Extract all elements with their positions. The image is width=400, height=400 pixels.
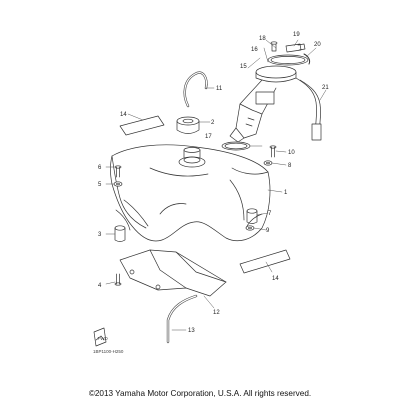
callout-19: 19 <box>293 32 300 38</box>
callout-9: 9 <box>266 228 270 234</box>
callout-11: 11 <box>216 86 223 92</box>
callout-15: 15 <box>240 64 247 70</box>
bolt-6 <box>114 165 122 178</box>
tank-bracket <box>119 249 227 297</box>
vent-hose <box>183 71 208 108</box>
bolt-18 <box>270 41 278 52</box>
callout-18: 18 <box>259 36 266 42</box>
bolt-10 <box>269 145 277 158</box>
callout-17: 17 <box>205 134 212 140</box>
copyright-notice: ©2013 Yamaha Motor Corporation, U.S.A. A… <box>88 389 312 398</box>
fitting-19 <box>285 43 306 53</box>
clip-20 <box>303 53 311 65</box>
fuel-pump <box>229 65 297 143</box>
fuel-tank <box>110 144 271 242</box>
callout-7: 7 <box>268 211 272 217</box>
callout-10: 10 <box>288 150 295 156</box>
collar-9 <box>245 225 255 231</box>
callout-14-upper: 14 <box>120 112 127 118</box>
bolt-4 <box>114 273 122 286</box>
pad-strip-lower <box>239 249 291 274</box>
callout-14-lower: 14 <box>272 276 279 282</box>
callout-16: 16 <box>251 47 258 53</box>
pump-plate <box>267 54 309 66</box>
damper-7 <box>246 208 258 224</box>
figure-code: 1BP1100-H250 <box>93 349 124 354</box>
callout-8: 8 <box>288 163 292 169</box>
fuel-cap <box>176 116 200 134</box>
collar-8 <box>263 160 273 166</box>
callout-1: 1 <box>284 190 288 196</box>
callout-21: 21 <box>322 85 329 91</box>
callout-2: 2 <box>211 120 215 126</box>
fwd-label: FWD <box>98 336 109 341</box>
damper-3 <box>114 225 126 242</box>
pad-strip-upper <box>119 115 165 136</box>
callout-12: 12 <box>213 310 220 316</box>
callout-3: 3 <box>98 232 102 238</box>
callout-20: 20 <box>314 42 321 48</box>
callout-6: 6 <box>98 165 102 171</box>
forward-arrow-icon <box>93 327 107 347</box>
fuel-hose <box>295 77 322 141</box>
callout-13: 13 <box>188 328 195 334</box>
collar-5 <box>113 181 123 187</box>
callout-5: 5 <box>98 182 102 188</box>
callout-4: 4 <box>98 283 102 289</box>
